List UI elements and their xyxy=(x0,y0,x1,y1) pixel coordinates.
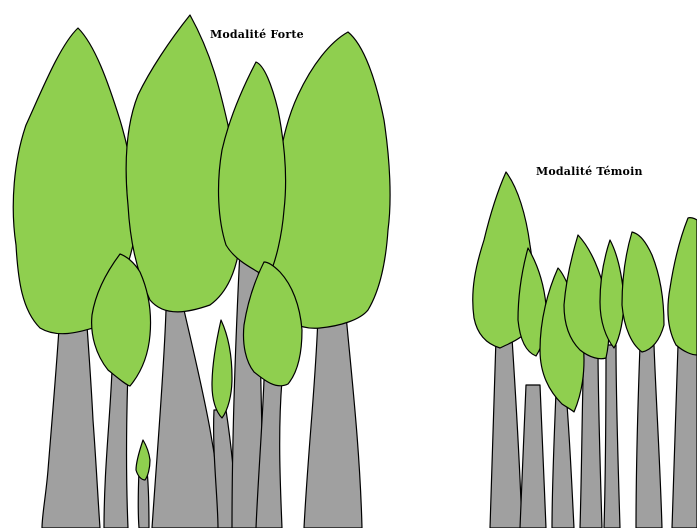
forte-crown-7 xyxy=(212,320,232,418)
temoin-trunk-2 xyxy=(520,385,546,528)
temoin-crown-6 xyxy=(622,232,664,352)
temoin-stand xyxy=(473,172,697,528)
forte-trunk-1 xyxy=(42,312,100,528)
temoin-trunk-7 xyxy=(672,345,697,528)
forte-crown-8 xyxy=(136,440,150,480)
forte-stand xyxy=(13,15,390,528)
forte-crown-4 xyxy=(219,62,286,278)
forte-trunk-8 xyxy=(304,315,362,528)
forte-trunk-2 xyxy=(104,370,128,528)
label-modalite-temoin: Modalité Témoin xyxy=(536,165,643,178)
label-modalite-forte: Modalité Forte xyxy=(210,28,304,41)
temoin-trunk-1 xyxy=(490,338,522,528)
temoin-crown-7 xyxy=(668,218,697,355)
temoin-trunk-5 xyxy=(604,345,620,528)
temoin-trunk-6 xyxy=(636,345,662,528)
forte-trunk-4 xyxy=(152,310,222,528)
temoin-trunk-3 xyxy=(552,392,574,528)
